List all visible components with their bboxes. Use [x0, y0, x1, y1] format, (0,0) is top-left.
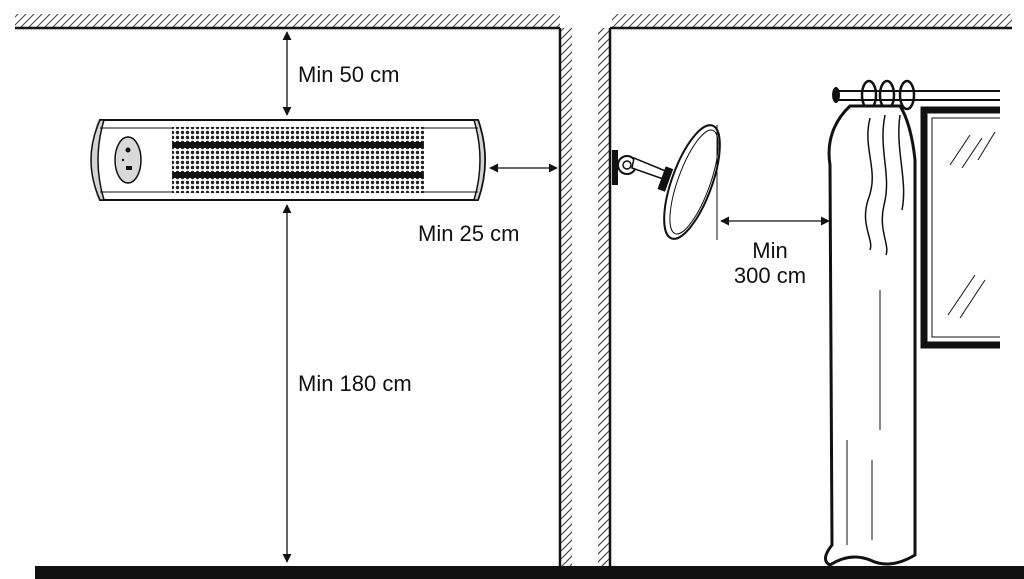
curtain — [824, 104, 917, 567]
curtain-clearance-label-line1: Min — [752, 238, 788, 263]
control-panel — [114, 136, 142, 184]
heating-grille — [172, 127, 424, 193]
floor-clearance-label: Min 180 cm — [298, 371, 412, 396]
curtain-clearance-label-line2: 300 cm — [733, 263, 807, 288]
heater-side-view — [612, 124, 721, 240]
ceiling-clearance-label: Min 50 cm — [298, 62, 400, 87]
floor — [35, 566, 1024, 579]
heater-endcap-left — [90, 119, 106, 201]
ceiling-right — [610, 14, 1012, 30]
heater-front-view — [90, 119, 486, 201]
side-wall — [558, 28, 612, 568]
heater-endcap-right — [472, 119, 486, 201]
side-clearance-label: Min 25 cm — [418, 221, 520, 246]
ceiling-left — [15, 14, 560, 30]
window — [920, 106, 1000, 349]
curtain-clearance-label: Min 300 cm — [720, 238, 820, 288]
